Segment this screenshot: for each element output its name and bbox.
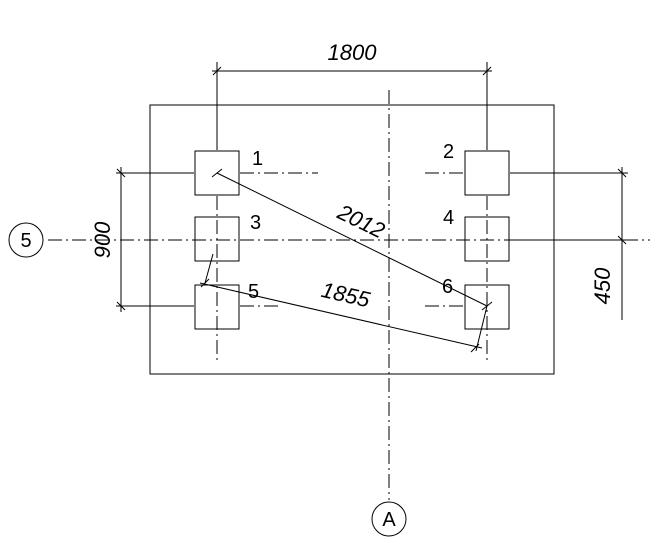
- pile-4: [464, 216, 510, 262]
- dimension-line-1855: [199, 282, 483, 349]
- pile-label-2: 2: [443, 141, 454, 163]
- dimension-tick: [617, 168, 627, 178]
- pile-2: [464, 150, 510, 196]
- pile-label-5: 5: [248, 281, 259, 303]
- pile-label-1: 1: [252, 148, 263, 170]
- dimension-text-1800: 1800: [328, 40, 378, 65]
- dimension-text-450: 450: [590, 267, 615, 304]
- dimension-text-1855: 1855: [319, 277, 373, 313]
- dimension-tick: [211, 168, 223, 178]
- pile-label-4: 4: [443, 207, 454, 229]
- grid-bubble-a: [371, 501, 407, 537]
- extension-line: [475, 305, 488, 352]
- grid-bubble-a-label: A: [382, 509, 396, 531]
- extension-line: [204, 253, 214, 284]
- dimension-tick: [212, 66, 222, 76]
- pile-1: [194, 150, 240, 196]
- dimension-tick: [116, 168, 126, 178]
- grid-bubble-5-label: 5: [20, 230, 31, 252]
- dimension-line-2012: [216, 172, 488, 307]
- dimension-tick: [617, 235, 627, 245]
- dimension-text-2012: 2012: [333, 199, 389, 243]
- pile-label-3: 3: [250, 212, 261, 234]
- dimension-text-900: 900: [90, 221, 115, 258]
- dimension-tick: [470, 343, 480, 353]
- dimension-tick: [482, 66, 492, 76]
- grid-bubble-5: [8, 222, 44, 258]
- pile-3: [194, 216, 240, 262]
- dimension-tick: [116, 301, 126, 311]
- pile-label-6: 6: [442, 276, 453, 298]
- dimension-tick: [200, 278, 210, 288]
